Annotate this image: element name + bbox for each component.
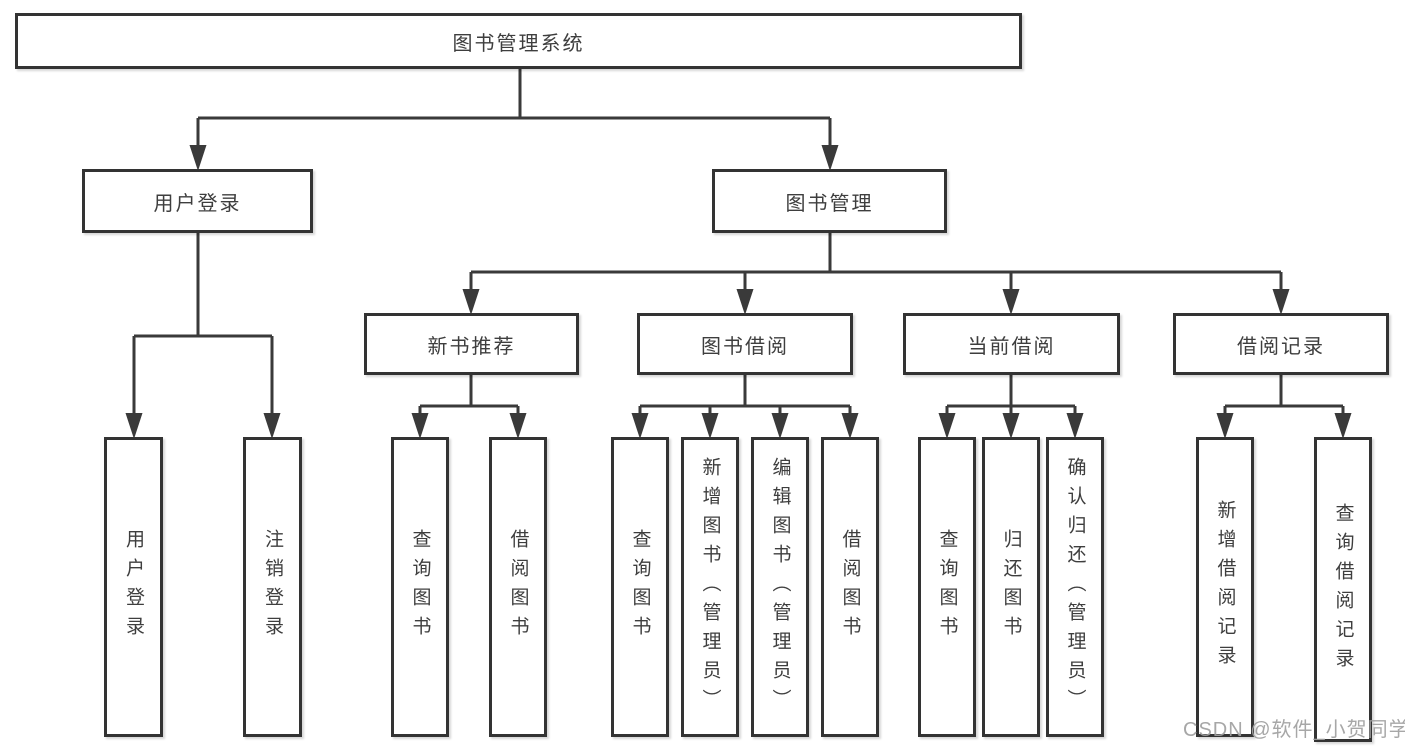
node-label: 当前借阅 — [967, 335, 1056, 358]
leaf-label: 查询图书 — [629, 529, 651, 645]
leaf-borrow-books-recommend: 借阅图书 — [489, 437, 547, 737]
leaf-label: 用户登录 — [123, 529, 144, 645]
node-book-borrowing: 图书借阅 — [637, 313, 853, 375]
node-current-borrowing: 当前借阅 — [903, 313, 1120, 375]
leaf-query-books-current: 查询图书 — [918, 437, 976, 737]
leaf-query-books-borrow: 查询图书 — [611, 437, 669, 737]
leaf-add-book-admin: 新增图书（管理员） — [681, 437, 739, 737]
leaf-label: 查询图书 — [936, 529, 958, 645]
leaf-label: 注销登录 — [262, 529, 283, 645]
leaf-edit-book-admin: 编辑图书（管理员） — [751, 437, 809, 737]
leaf-return-book: 归还图书 — [982, 437, 1040, 737]
leaf-logout: 注销登录 — [243, 437, 302, 737]
node-library-management-system: 图书管理系统 — [15, 13, 1022, 69]
node-label: 图书借阅 — [701, 335, 789, 358]
leaf-label: 查询借阅记录 — [1332, 502, 1354, 677]
leaf-add-borrow-record: 新增借阅记录 — [1196, 437, 1254, 737]
leaf-query-books-recommend: 查询图书 — [391, 437, 449, 737]
leaf-label: 新增图书（管理员） — [699, 456, 721, 718]
leaf-label: 借阅图书 — [839, 529, 861, 645]
leaf-confirm-return-admin: 确认归还（管理员） — [1046, 437, 1104, 737]
leaf-label: 借阅图书 — [507, 529, 529, 645]
node-label: 借阅记录 — [1237, 335, 1325, 358]
node-borrowing-records: 借阅记录 — [1173, 313, 1389, 375]
arrowheads — [125, 145, 1352, 439]
leaf-label: 确认归还（管理员） — [1064, 456, 1086, 718]
node-label: 用户登录 — [153, 192, 242, 215]
leaf-borrow-books: 借阅图书 — [821, 437, 879, 737]
node-new-book-recommendation: 新书推荐 — [364, 313, 579, 375]
node-book-management: 图书管理 — [712, 169, 947, 233]
node-label: 图书管理 — [785, 192, 874, 215]
csdn-watermark: CSDN @软件_小贺同学 — [1183, 719, 1405, 741]
node-label: 图书管理系统 — [452, 32, 585, 55]
node-user-login: 用户登录 — [82, 169, 313, 233]
leaf-label: 新增借阅记录 — [1214, 500, 1236, 674]
leaf-user-login: 用户登录 — [104, 437, 163, 737]
leaf-label: 编辑图书（管理员） — [769, 456, 791, 718]
leaf-label: 归还图书 — [1000, 529, 1022, 645]
node-label: 新书推荐 — [427, 335, 516, 358]
leaf-query-borrow-record: 查询借阅记录 — [1314, 437, 1372, 742]
leaf-label: 查询图书 — [409, 529, 431, 645]
